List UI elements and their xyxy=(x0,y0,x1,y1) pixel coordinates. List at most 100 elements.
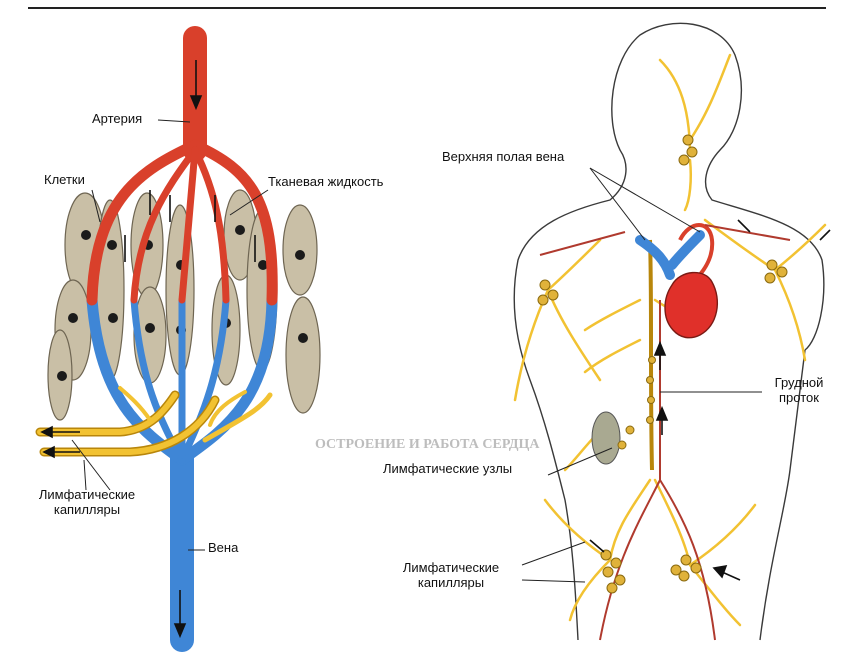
lymph-node xyxy=(625,425,635,435)
label-artery: Артерия xyxy=(92,111,143,126)
iliac-vessel xyxy=(659,479,716,641)
arrow-head xyxy=(173,623,187,639)
leader-cells xyxy=(91,189,101,223)
lymph-node xyxy=(539,279,551,291)
lymph-node xyxy=(646,376,654,384)
arteriole xyxy=(189,139,278,306)
leader-lymph-capillaries-right xyxy=(521,579,586,583)
arteriole xyxy=(191,146,230,304)
lymph-vessel xyxy=(688,53,732,142)
lymph-node xyxy=(678,154,690,166)
lymph-node xyxy=(614,574,626,586)
leader-vena-cava xyxy=(589,167,646,241)
lymph-node xyxy=(648,356,656,364)
arrow xyxy=(721,571,741,581)
great-veins xyxy=(635,230,705,280)
vein xyxy=(86,294,278,652)
lymph-node xyxy=(776,266,788,278)
lymph-node xyxy=(682,134,694,146)
lymph-vessel xyxy=(773,268,807,362)
leader-lymph-nodes xyxy=(547,447,613,476)
venule xyxy=(176,294,278,466)
leader-lines xyxy=(71,119,269,551)
background-heading: ОСТРОЕНИЕ И РАБОТА СЕРДЦА xyxy=(315,437,540,452)
arrow-head xyxy=(189,95,203,111)
lymph-vessel xyxy=(608,478,652,562)
lymph-vessel xyxy=(583,338,642,374)
capillary-bed-diagram xyxy=(35,26,321,652)
arrow-head xyxy=(653,340,667,356)
arrow xyxy=(589,539,605,553)
leader-lymph-capillaries xyxy=(83,459,87,491)
label-superior-vena-cava: Верхняя полая вена xyxy=(442,149,565,164)
heart xyxy=(664,271,719,339)
label-cells: Клетки xyxy=(44,172,85,187)
label-tissue-fluid: Тканевая жидкость xyxy=(268,174,384,189)
nucleus xyxy=(258,260,268,270)
leader-tissue-fluid xyxy=(229,189,269,216)
artery xyxy=(86,26,278,306)
lymph-node xyxy=(646,416,654,424)
lymph-node xyxy=(617,440,627,450)
lymph-node xyxy=(686,146,698,158)
nucleus xyxy=(68,313,78,323)
nucleus xyxy=(107,240,117,250)
label-line: капилляры xyxy=(417,574,485,590)
arrow-head xyxy=(712,564,728,579)
cell xyxy=(285,296,321,414)
arm-artery xyxy=(704,224,791,241)
iliac-vessel xyxy=(599,479,661,641)
lymph-nodes xyxy=(537,134,788,594)
thoracic-duct xyxy=(648,239,654,471)
lymph-node xyxy=(670,564,682,576)
label-lymph-capillaries-left: Лимфатические капилляры xyxy=(20,487,154,518)
flow-arrows xyxy=(40,60,256,639)
label-line: проток xyxy=(779,389,819,405)
arrow xyxy=(819,229,831,241)
label-thoracic-duct: Грудной проток xyxy=(764,375,834,406)
nucleus xyxy=(145,323,155,333)
lymph-node xyxy=(547,289,559,301)
leader-vena-cava xyxy=(589,167,701,233)
lymph-branch xyxy=(118,386,152,422)
arteriole xyxy=(86,139,201,306)
lymph-node xyxy=(606,582,618,594)
label-vein: Вена xyxy=(208,540,239,555)
lymph-node xyxy=(647,396,655,404)
label-line: капилляры xyxy=(53,501,121,517)
lymph-node xyxy=(764,272,776,284)
lymph-vessel xyxy=(653,478,692,567)
lymph-branch xyxy=(208,390,247,427)
label-line: Лимфатические xyxy=(402,560,500,575)
arrow xyxy=(737,219,751,233)
arrow-head xyxy=(42,445,55,459)
lymph-node xyxy=(610,557,622,569)
label-line: Лимфатические xyxy=(38,487,136,502)
nucleus xyxy=(108,313,118,323)
lymph-vessel xyxy=(688,563,742,627)
lymph-vessel xyxy=(41,397,218,455)
lymph-vessel xyxy=(543,498,612,562)
lymph-vessel xyxy=(37,392,178,435)
lymph-vessel xyxy=(773,223,827,272)
venule xyxy=(178,296,230,464)
leader-lines-right xyxy=(521,167,762,583)
arteriole xyxy=(178,146,199,304)
lymph-capillaries xyxy=(35,386,273,457)
leader-lymph-capillaries xyxy=(71,439,111,491)
lymph-node xyxy=(680,554,692,566)
nucleus xyxy=(298,333,308,343)
lymph-vessel xyxy=(568,558,612,622)
arrow-head xyxy=(40,425,53,439)
lymph-node xyxy=(690,562,702,574)
lymph-node xyxy=(766,259,778,271)
lymph-node xyxy=(602,566,614,578)
nucleus xyxy=(235,225,245,235)
lymph-node xyxy=(678,570,690,582)
lymph-node xyxy=(537,294,549,306)
lymph-vessel xyxy=(703,218,777,272)
label-line: Грудной xyxy=(774,375,824,390)
nucleus xyxy=(57,371,67,381)
lymph-vessel xyxy=(583,298,642,332)
